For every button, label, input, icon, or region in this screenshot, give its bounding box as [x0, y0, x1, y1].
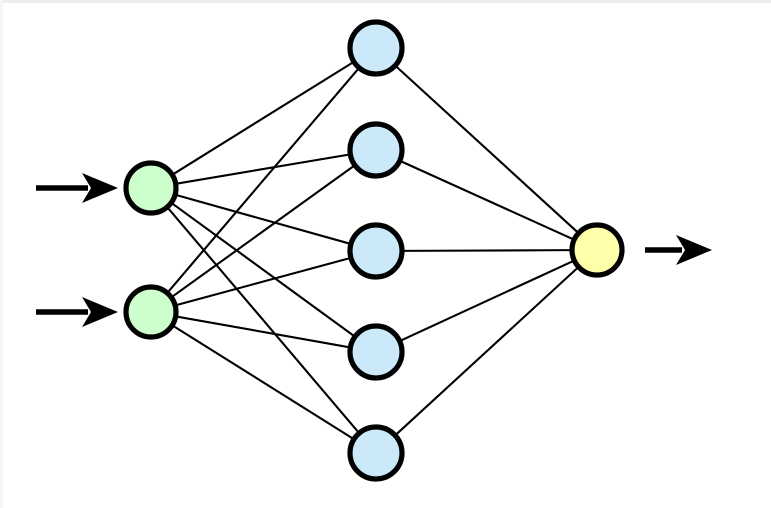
- output-arrow-head: [676, 235, 712, 265]
- page-edge-top: [0, 0, 771, 3]
- node-input-i2[interactable]: [123, 284, 179, 340]
- node-hidden-h3[interactable]: [347, 222, 405, 280]
- edge-h4-o1: [400, 260, 574, 342]
- edge-h2-o1: [400, 160, 574, 240]
- edge-i1-h2: [177, 153, 349, 185]
- edge-i2-h3: [176, 257, 350, 307]
- edge-i1-h3: [176, 194, 350, 245]
- edge-i1-h1: [173, 61, 354, 175]
- node-hidden-h5[interactable]: [347, 424, 405, 482]
- edge-h5-o1: [395, 267, 579, 436]
- edge-i2-h1: [167, 68, 359, 293]
- edge-h3-o1: [403, 249, 571, 252]
- arrows-group: [36, 173, 712, 327]
- node-hidden-h4[interactable]: [347, 323, 405, 381]
- edges-group: [167, 61, 579, 440]
- edge-i1-h5: [167, 207, 359, 433]
- edge-i1-h4: [171, 202, 355, 337]
- edge-h1-o1: [395, 65, 579, 233]
- edge-i2-h4: [177, 315, 350, 349]
- input-arrow-bottom-head: [82, 297, 118, 327]
- node-input-i1[interactable]: [123, 160, 179, 216]
- node-output-o1[interactable]: [569, 222, 625, 278]
- nodes-group: [123, 19, 625, 482]
- page-edge-left: [0, 0, 3, 508]
- node-hidden-h1[interactable]: [347, 19, 405, 77]
- edge-i2-h2: [171, 165, 355, 298]
- node-hidden-h2[interactable]: [347, 121, 405, 179]
- input-arrow-top-head: [82, 173, 118, 203]
- edge-i2-h5: [172, 325, 354, 440]
